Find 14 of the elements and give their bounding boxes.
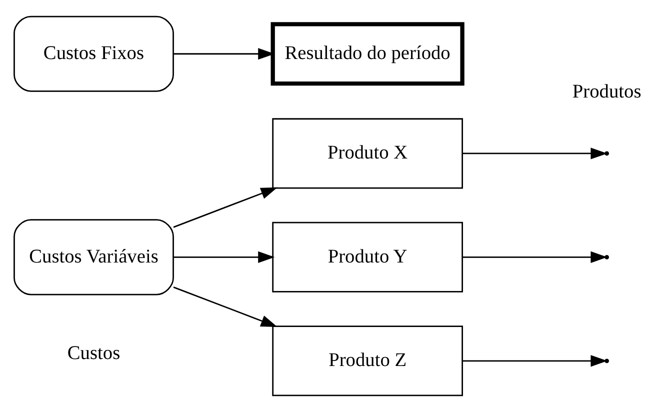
arrow — [462, 148, 608, 160]
label: Produtos — [572, 82, 642, 103]
label: Custos — [67, 343, 120, 364]
node-box: Custos Variáveis — [14, 219, 174, 296]
node-box: Produto Y — [272, 222, 463, 292]
node-box: Custos Fixos — [14, 16, 174, 92]
arrow — [173, 187, 278, 228]
arrow — [174, 251, 275, 263]
node-box: Produto Z — [272, 326, 463, 396]
node-box: Resultado do período — [270, 22, 464, 86]
arrow — [173, 286, 278, 327]
arrow — [462, 355, 608, 367]
node-box: Produto X — [272, 118, 463, 189]
arrow — [462, 251, 608, 263]
